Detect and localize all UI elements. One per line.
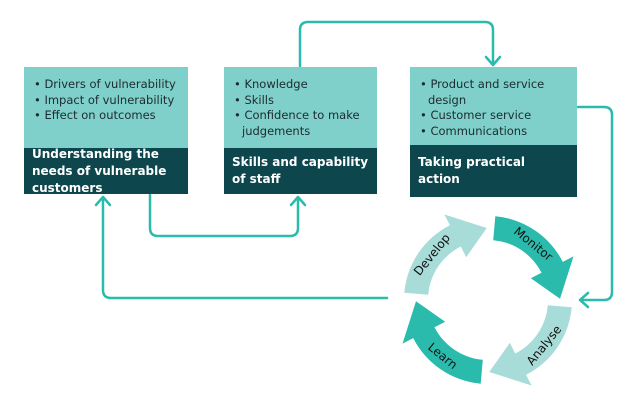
arrowhead-left-icon: [578, 291, 590, 309]
connector-needs-to-skills: [148, 193, 300, 238]
bullet-item: Confidence to make judgements: [234, 108, 371, 139]
arrowhead-up-icon: [289, 195, 307, 207]
bullet-item: Effect on outcomes: [34, 108, 182, 124]
connector-cycle-to-needs: [101, 196, 389, 300]
box-title: Understanding the needs of vulnerable cu…: [24, 147, 188, 195]
bullet-item: Product and service design: [420, 77, 571, 108]
box-practical-action: Product and service design Customer serv…: [410, 67, 577, 197]
cycle-arrow-monitor: [493, 216, 574, 299]
bullet-item: Drivers of vulnerability: [34, 77, 182, 93]
cycle-arrow-analyse: [489, 305, 572, 386]
arrowhead-down-icon: [484, 55, 502, 67]
cycle-arrow-develop: [404, 214, 487, 295]
cycle-arrow-learn: [402, 301, 483, 384]
box-understanding-needs: Drivers of vulnerability Impact of vulne…: [24, 67, 188, 195]
bullet-item: Communications: [420, 124, 571, 140]
arrowhead-up-icon: [94, 195, 112, 207]
box-skills-capability: Knowledge Skills Confidence to make judg…: [224, 67, 377, 194]
box-title: Skills and capability of staff: [224, 148, 377, 194]
connector-action-to-cycle: [576, 105, 614, 302]
box-title: Taking practical action: [410, 145, 577, 197]
bullet-item: Skills: [234, 93, 371, 109]
bullet-item: Impact of vulnerability: [34, 93, 182, 109]
bullet-item: Knowledge: [234, 77, 371, 93]
connector-skills-to-action: [298, 20, 495, 68]
bullet-item: Customer service: [420, 108, 571, 124]
